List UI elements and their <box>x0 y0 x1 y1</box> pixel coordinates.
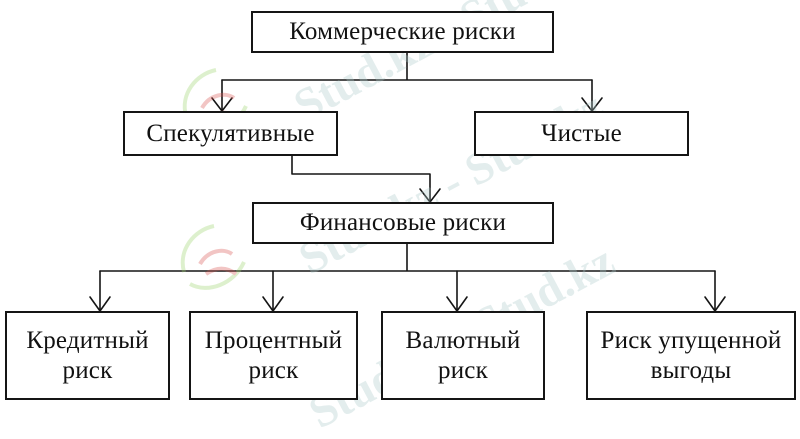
node-credit-risk: Кредитный риск <box>5 311 170 400</box>
node-label: Кредитный риск <box>26 327 149 384</box>
node-currency-risk: Валютный риск <box>381 311 545 400</box>
node-label: Процентный риск <box>204 327 343 384</box>
connector-financial-leaves <box>99 242 716 272</box>
node-pure: Чистые <box>474 111 689 156</box>
node-label: Валютный риск <box>405 327 521 384</box>
node-label: Финансовые риски <box>299 209 507 237</box>
connector-root-branches <box>221 51 593 81</box>
node-label: Риск упущенной выгоды <box>600 327 782 384</box>
connector-speculative-financial <box>291 154 431 203</box>
node-interest-risk: Процентный риск <box>189 311 358 400</box>
node-financial-risks: Финансовые риски <box>252 202 554 244</box>
node-commercial-risks: Коммерческие риски <box>251 11 554 53</box>
node-label: Коммерческие риски <box>289 18 516 46</box>
node-lost-profit-risk: Риск упущенной выгоды <box>586 311 796 400</box>
node-label: Чистые <box>541 119 622 147</box>
node-label: Спекулятивные <box>146 119 315 147</box>
node-speculative: Спекулятивные <box>123 111 338 156</box>
